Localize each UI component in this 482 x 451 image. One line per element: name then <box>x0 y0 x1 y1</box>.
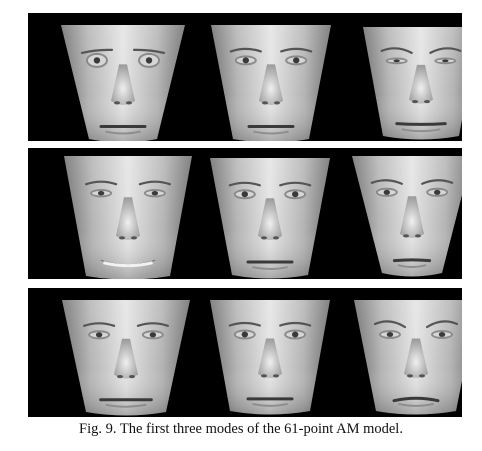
eye-pupil <box>383 189 390 195</box>
nostril <box>117 374 123 379</box>
nostril <box>403 234 409 238</box>
eye-pupil <box>241 331 248 338</box>
eye-pupil <box>95 332 103 338</box>
eyebrow <box>229 47 262 53</box>
nostril <box>126 101 132 105</box>
nose <box>258 198 282 240</box>
eyebrow <box>280 47 313 53</box>
face-mode-1-2 <box>211 25 331 141</box>
mode-row-1 <box>28 13 462 141</box>
nostril <box>114 101 120 105</box>
nose <box>111 64 135 105</box>
face-mode-2-1 <box>64 156 192 279</box>
mode-row-3-faces <box>62 300 462 416</box>
mode-row-2 <box>28 148 462 279</box>
face-mode-1-3 <box>363 27 462 140</box>
eye-pupil <box>386 332 394 337</box>
lower-lip <box>398 402 434 407</box>
eye-pupil <box>438 332 446 337</box>
eyebrow <box>228 321 261 327</box>
eyebrow <box>132 48 166 54</box>
eyebrow <box>380 47 413 54</box>
face-mode-2-3 <box>352 156 462 277</box>
nostril <box>261 236 267 240</box>
nostril <box>261 374 267 378</box>
nostril <box>129 374 135 379</box>
eye-pupil <box>145 57 153 64</box>
eyebrow <box>429 47 462 54</box>
lower-lip <box>105 130 141 135</box>
face-mode-3-1 <box>62 300 190 416</box>
face-shading <box>363 27 462 140</box>
lower-lip <box>397 264 427 269</box>
mouth <box>395 122 447 126</box>
eyebrow <box>228 181 261 187</box>
eye-pupil <box>242 57 249 64</box>
nose <box>116 197 140 240</box>
eye-pupil <box>292 331 299 338</box>
nose <box>259 64 283 105</box>
nostril <box>407 374 413 378</box>
lower-lip <box>252 402 288 407</box>
nose <box>404 338 428 378</box>
eye-pupil <box>393 59 400 63</box>
eye-pupil <box>434 189 441 195</box>
nose <box>400 196 424 238</box>
nostril <box>273 374 279 378</box>
lower-lip <box>105 403 147 408</box>
eye-pupil <box>93 57 101 64</box>
eye-pupil <box>151 191 159 196</box>
eyebrow <box>370 179 403 185</box>
nose <box>114 338 138 379</box>
nose <box>258 338 282 378</box>
eyebrow <box>279 321 312 327</box>
figure-caption: Fig. 9. The first three modes of the 61-… <box>79 421 403 437</box>
mouth <box>392 258 432 263</box>
eyebrow <box>136 322 169 327</box>
teeth <box>103 261 153 268</box>
mode-row-3 <box>28 288 462 417</box>
eye-pupil <box>292 191 299 198</box>
nostril <box>262 101 268 105</box>
eyebrow <box>138 180 171 186</box>
lower-lip <box>252 266 288 271</box>
nostril <box>274 101 280 105</box>
nose <box>409 64 433 104</box>
nostril <box>273 236 279 240</box>
lower-lip <box>401 128 441 133</box>
eye-pupil <box>149 332 157 338</box>
eyebrow <box>85 180 118 186</box>
eyebrow <box>421 179 454 185</box>
eye-pupil <box>442 59 449 63</box>
eyebrow <box>83 322 116 327</box>
eyebrow <box>279 181 312 187</box>
face-mode-1-1 <box>61 25 185 141</box>
eyebrow <box>425 320 459 329</box>
eye-pupil <box>97 191 105 196</box>
mouth <box>392 396 440 403</box>
nostril <box>131 236 137 240</box>
eyebrow <box>373 320 407 329</box>
nostril <box>419 374 425 378</box>
eye-pupil <box>293 57 300 64</box>
nostril <box>119 236 125 240</box>
face-mode-3-3 <box>354 300 462 415</box>
eyebrow <box>80 48 114 54</box>
lower-lip <box>253 130 289 135</box>
eye-pupil <box>241 191 248 198</box>
face-mode-3-2 <box>210 300 330 415</box>
nostril <box>412 99 418 104</box>
mode-row-2-faces <box>64 156 462 279</box>
nostril <box>424 99 430 104</box>
mode-row-1-faces <box>61 25 462 141</box>
nostril <box>415 234 421 238</box>
face-mode-2-2 <box>210 158 330 279</box>
